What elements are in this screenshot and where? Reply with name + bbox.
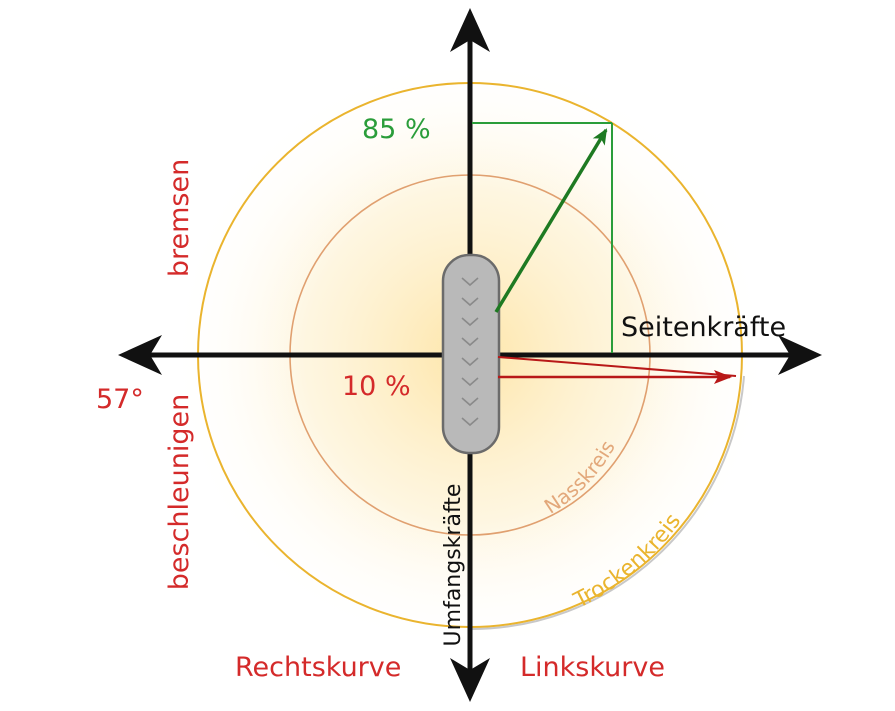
- label-right-curve: Rechtskurve: [235, 652, 401, 683]
- lateral-force-line-red: [497, 356, 737, 377]
- tire-icon: [441, 253, 501, 455]
- axis-arrow-right: [778, 335, 822, 375]
- axis-arrow-down: [450, 658, 490, 702]
- label-85-percent: 85 %: [362, 114, 431, 145]
- label-brake: bremsen: [164, 159, 195, 277]
- label-angle: 57°: [96, 384, 144, 415]
- label-circumferential-forces: Umfangskräfte: [441, 484, 466, 647]
- axis-arrow-up: [450, 8, 490, 52]
- label-left-curve: Linkskurve: [520, 652, 665, 683]
- dry-circle-shadow: [469, 375, 745, 631]
- label-10-percent: 10 %: [342, 371, 411, 402]
- label-lateral-forces: Seitenkräfte: [621, 312, 786, 343]
- label-accelerate: beschleunigen: [164, 394, 195, 590]
- axis-arrow-left: [118, 335, 162, 375]
- resultant-force-arrow-green: [494, 128, 608, 313]
